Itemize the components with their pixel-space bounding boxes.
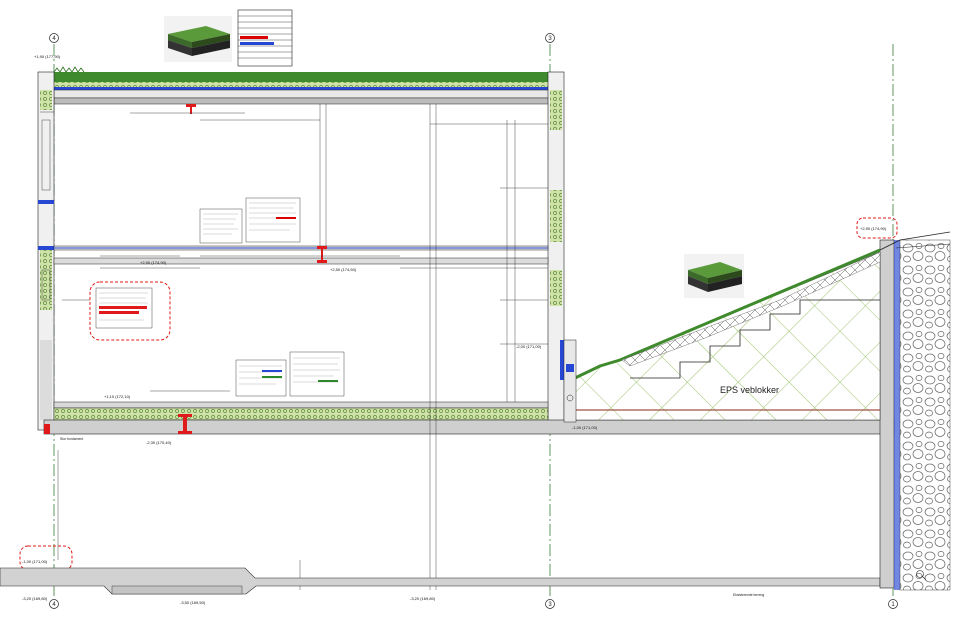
green-roof — [53, 66, 551, 105]
grid-marker-left: 4 4 — [49, 33, 59, 609]
grid-label-left-bottom: 4 — [52, 602, 56, 608]
eps-blocks-label: EPS veblokker — [720, 385, 779, 395]
retaining-wall — [879, 239, 951, 591]
revision-cloud-terrace — [856, 217, 898, 239]
note-foundation: Stor fundament — [60, 437, 83, 441]
steel-beams — [44, 104, 327, 434]
grid-label-middle-top: 3 — [548, 36, 552, 42]
grid-marker-middle: 3 3 — [545, 33, 555, 609]
drain-detail — [563, 339, 577, 423]
terrace-top — [879, 231, 951, 251]
level-basement-right: -3,20 (169,80) — [410, 596, 436, 601]
note-box-1 — [199, 208, 243, 244]
grid-label-middle-bottom: 3 — [548, 602, 552, 608]
level-wall-foot: -2,00 (171,00) — [516, 344, 542, 349]
note-box-4 — [289, 351, 345, 397]
dimension-lines — [40, 104, 548, 590]
grid-label-right-bottom: 1 — [891, 602, 895, 608]
level-basement-left: -3,20 (169,80) — [22, 596, 48, 601]
revision-cloud-left — [89, 281, 171, 341]
level-floor1-mid: +1,10 (172,10) — [104, 394, 131, 399]
grid-label-left-top: 4 — [52, 36, 56, 42]
roof-layers-legend — [237, 9, 293, 67]
note-box-3 — [235, 359, 287, 397]
level-ground-left: -1,00 (171,00) — [22, 559, 48, 564]
section-marker-icon — [916, 570, 927, 581]
basement-slab — [0, 567, 881, 595]
green-roof-photo-icon-2 — [684, 254, 744, 298]
left-windows — [41, 119, 51, 301]
level-floor2-under: +2,50 (174,50) — [330, 267, 357, 272]
level-slab-under: -2,30 (170,40) — [146, 440, 172, 445]
level-roof-top-left: +1,90 (177,90) — [34, 54, 61, 59]
level-floor2-mid: +2,90 (174,90) — [140, 260, 167, 265]
grid-marker-right: 1 — [888, 599, 898, 609]
note-box-2 — [245, 197, 301, 243]
revision-cloud-bottom-left — [19, 545, 73, 571]
slope-terrain: EPS veblokker — [574, 248, 881, 421]
level-basement-step: -3,50 (169,50) — [180, 600, 206, 605]
right-wall — [547, 71, 566, 423]
level-ground-right: -1,00 (171,00) — [572, 425, 598, 430]
level-labels: +1,90 (177,90) +2,90 (174,90) +2,50 (174… — [22, 54, 887, 605]
note-terrain: Eksisterende terreng — [733, 593, 764, 597]
level-terrace-top: +2,90 (174,90) — [860, 226, 887, 231]
left-wall — [37, 71, 55, 431]
floor-slabs — [43, 245, 895, 435]
green-roof-photo-icon — [164, 16, 232, 62]
